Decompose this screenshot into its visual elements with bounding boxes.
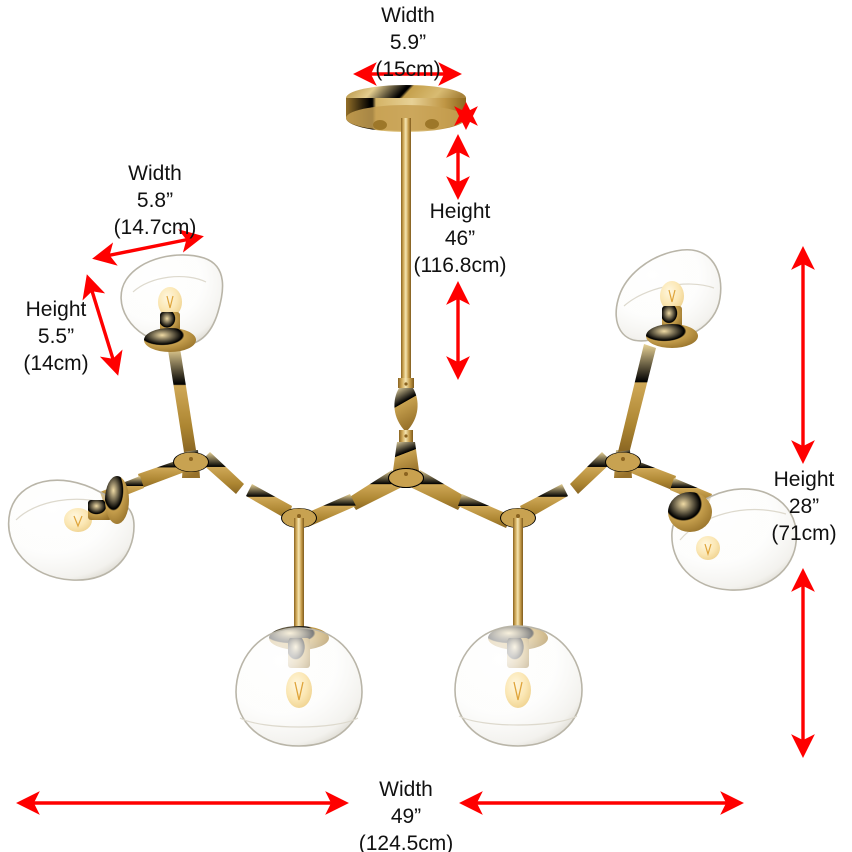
joint-right-mid xyxy=(500,484,568,628)
label-shade-width: Width 5.8” (14.7cm) xyxy=(90,160,220,241)
arrow-shade-width xyxy=(92,229,204,266)
main-stem xyxy=(401,118,411,383)
chandelier-body xyxy=(7,85,798,747)
label-shade-height-metric: (14cm) xyxy=(23,352,89,375)
label-shade-height-title: Height xyxy=(25,298,87,321)
label-canopy-width-imperial: 5.9” xyxy=(389,31,427,54)
ceiling-canopy xyxy=(346,85,466,132)
joint-far-right xyxy=(570,344,676,494)
bulb xyxy=(286,672,312,708)
bulb xyxy=(505,672,531,708)
bulb xyxy=(696,536,720,560)
stem-finial xyxy=(394,378,418,444)
dimension-arrows xyxy=(16,62,815,815)
label-overall-height: Height 46” (116.8cm) xyxy=(390,198,530,279)
label-overall-width-imperial: 49” xyxy=(390,805,422,828)
bulb xyxy=(660,281,684,311)
label-overall-width-title: Width xyxy=(379,778,433,801)
label-fixture-height-title: Height xyxy=(773,468,835,491)
label-canopy-width: Width 5.9” (15cm) xyxy=(356,2,460,83)
joint-far-left xyxy=(138,348,244,494)
globe-upper-right xyxy=(615,249,722,348)
joint-left-mid xyxy=(246,484,317,628)
joint-center xyxy=(348,442,466,510)
arrow-shade-height xyxy=(82,274,123,376)
label-shade-width-metric: (14.7cm) xyxy=(113,216,197,239)
label-shade-width-imperial: 5.8” xyxy=(136,189,174,212)
bulb xyxy=(158,287,182,317)
globe-upper-left xyxy=(120,254,224,352)
label-fixture-height-imperial: 28” xyxy=(788,495,820,518)
label-shade-width-title: Width xyxy=(128,162,182,185)
globe-left xyxy=(7,476,135,581)
label-fixture-height: Height 28” (71cm) xyxy=(756,466,852,547)
label-overall-height-imperial: 46” xyxy=(444,227,476,250)
label-overall-width: Width 49” (124.5cm) xyxy=(336,776,476,852)
label-overall-height-title: Height xyxy=(429,200,491,223)
label-fixture-height-metric: (71cm) xyxy=(771,522,837,545)
label-shade-height: Height 5.5” (14cm) xyxy=(4,296,108,377)
label-canopy-width-title: Width xyxy=(381,4,435,27)
globe-lower-left xyxy=(235,626,363,747)
globe-lower-right xyxy=(454,625,583,747)
label-canopy-width-metric: (15cm) xyxy=(375,58,441,81)
label-overall-height-metric: (116.8cm) xyxy=(413,254,507,277)
bulb xyxy=(64,508,92,532)
label-shade-height-imperial: 5.5” xyxy=(37,325,75,348)
label-overall-width-metric: (124.5cm) xyxy=(358,832,454,852)
globe-right xyxy=(668,488,798,591)
